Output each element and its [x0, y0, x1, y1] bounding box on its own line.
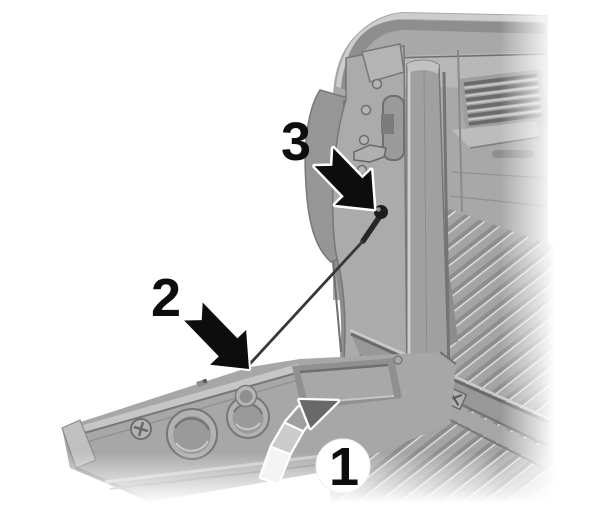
latch-block: [381, 114, 394, 134]
fold-direction-arrow: [258, 397, 341, 486]
tailgate-right-edge: [439, 351, 457, 365]
screw-icon: [360, 104, 372, 116]
cable-line: [245, 240, 365, 368]
tailgate-rail-highlight: [66, 364, 300, 436]
stripe-arrow-head: [297, 397, 341, 431]
screw-icon: [358, 134, 370, 146]
pillar-top-cap: [407, 60, 439, 74]
cable-end-fitting: [360, 213, 383, 244]
callout-label-2: 2: [151, 268, 181, 328]
latch-top-flange: [361, 43, 405, 83]
bottom-fade: [0, 452, 600, 512]
callout-1: 1: [315, 437, 371, 497]
cab-vertical-seam: [457, 49, 463, 213]
callout-label-1: 1: [329, 437, 359, 497]
cup-recess-medium: [226, 395, 270, 439]
cup-recess-small: [234, 384, 258, 408]
rail-groove: [69, 371, 301, 438]
cup-recess-large: [166, 408, 218, 460]
tailgate-cable: [245, 205, 388, 368]
callout-arrow-2-icon: [182, 300, 251, 371]
callout-label-3: 3: [281, 112, 311, 172]
screw-head-icon: [130, 418, 152, 440]
inner-wall-edge: [332, 261, 342, 353]
right-fade: [500, 0, 600, 512]
callout-2: 2: [151, 268, 251, 371]
tray-hole: [393, 355, 403, 365]
ball-highlight: [376, 207, 381, 212]
notch-dot: [203, 379, 207, 383]
screw-icon: [371, 78, 383, 90]
latch-hook: [353, 144, 387, 163]
callout-3: 3: [281, 112, 377, 212]
column-shadow: [442, 71, 451, 386]
tray-top-shadow: [299, 363, 389, 374]
column-seam: [423, 69, 428, 383]
callout-badge-1: [315, 438, 371, 494]
tray-floor: [300, 365, 394, 403]
callout-arrow-3-icon: [312, 145, 377, 212]
